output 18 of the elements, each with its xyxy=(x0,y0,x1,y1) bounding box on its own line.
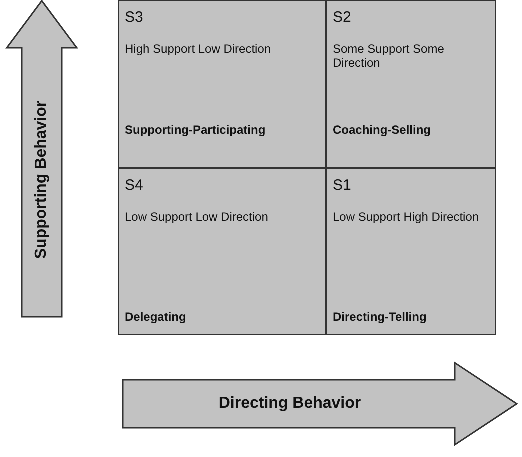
quadrant-code: S2 xyxy=(333,9,352,26)
style-name: Coaching-Selling xyxy=(333,123,432,137)
quadrant-box xyxy=(326,168,496,335)
quadrant-box xyxy=(118,0,326,168)
quadrant-box xyxy=(118,168,326,335)
style-name: Directing-Telling xyxy=(333,310,427,324)
style-name: Supporting-Participating xyxy=(125,123,266,137)
axis-label: Supporting Behavior xyxy=(33,100,51,260)
quadrant-code: S4 xyxy=(125,177,144,194)
quadrant-description: Low Support High Direction xyxy=(333,210,480,224)
quadrant-box xyxy=(326,0,496,168)
style-name: Delegating xyxy=(125,310,186,324)
quadrant-description: Low Support Low Direction xyxy=(125,210,270,224)
quadrant-description: Some Support Some Direction xyxy=(333,42,446,71)
quadrant-code: S3 xyxy=(125,9,144,26)
quadrant-description: High Support Low Direction xyxy=(125,42,272,56)
axis-label: Directing Behavior xyxy=(218,395,362,413)
quadrant-code: S1 xyxy=(333,177,352,194)
